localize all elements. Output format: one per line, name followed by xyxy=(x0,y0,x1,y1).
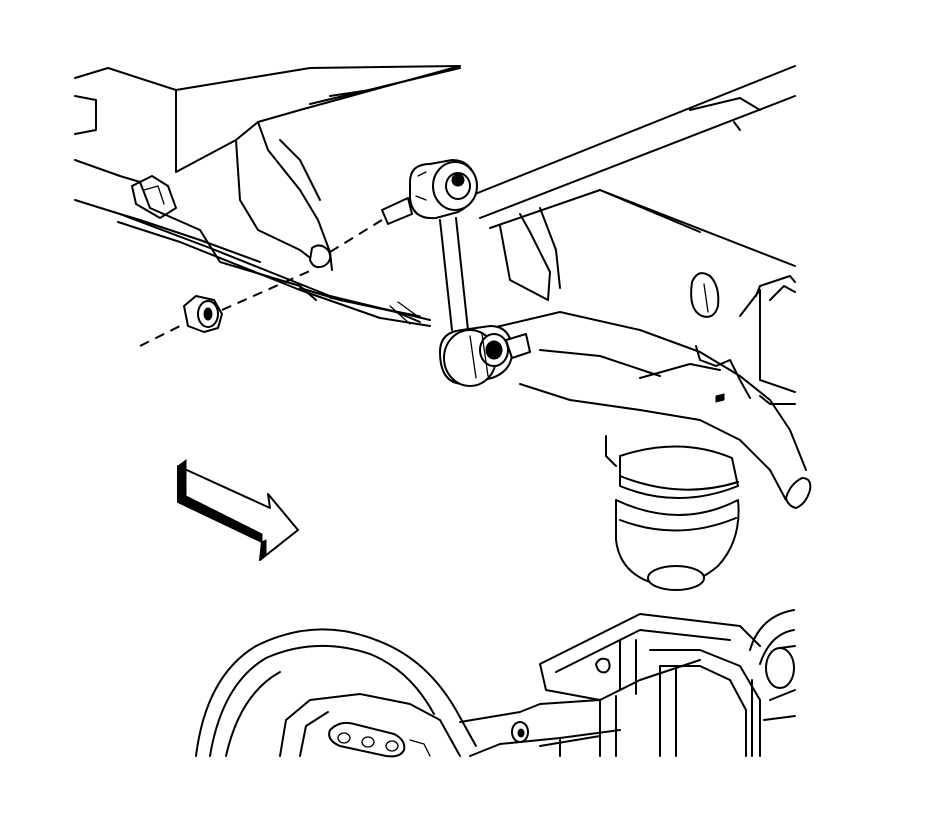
stabilizer-bar xyxy=(491,311,812,509)
direction-arrow xyxy=(177,459,299,562)
frame-rail xyxy=(74,65,461,327)
jounce-bumper xyxy=(605,435,740,591)
stabilizer-link xyxy=(381,159,531,387)
alignment-line-upper-2 xyxy=(329,219,383,253)
cross-frame xyxy=(459,65,796,393)
nut xyxy=(183,295,223,333)
alignment-line-lower xyxy=(139,323,185,347)
rear-axle xyxy=(195,609,796,758)
